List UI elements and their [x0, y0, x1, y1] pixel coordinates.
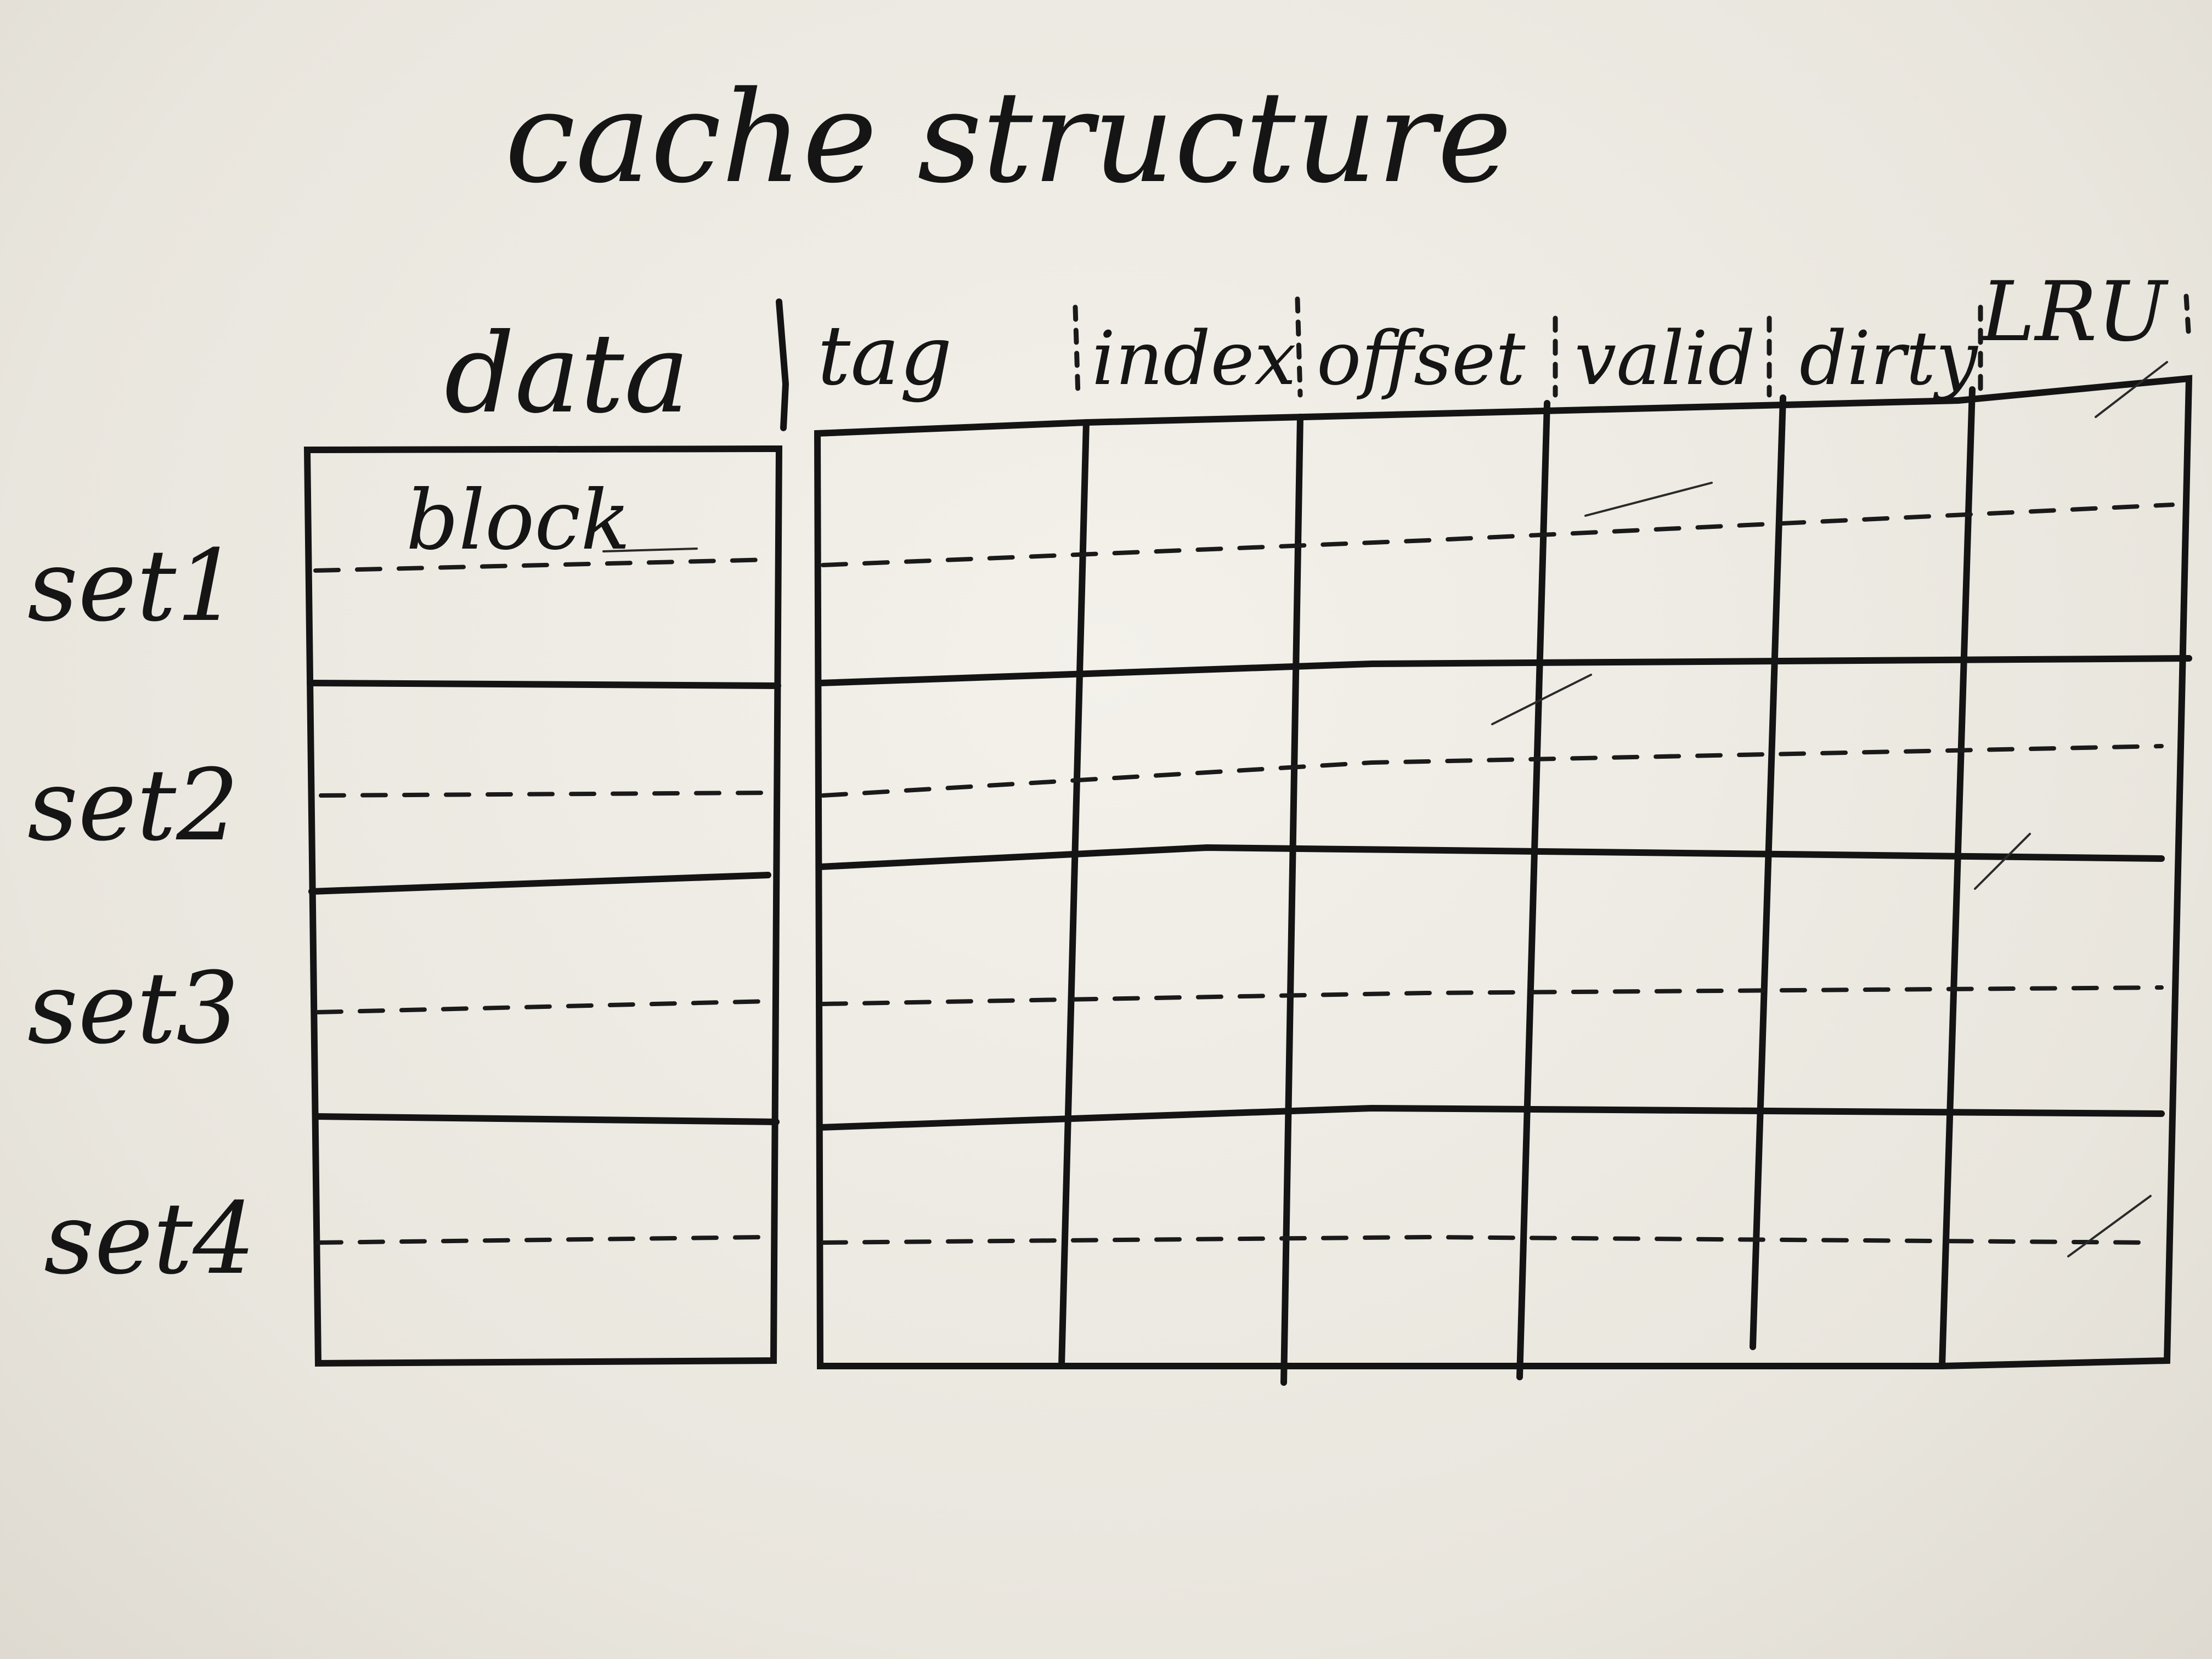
set-label-3: set3 — [27, 951, 239, 1066]
metadata-block-frame — [814, 375, 2193, 1369]
diagram-title: cache structure — [505, 65, 1512, 211]
stray-mark — [1974, 833, 2031, 890]
field-header-valid: valid — [1575, 315, 1756, 402]
stray-mark — [2095, 361, 2168, 418]
stray-pen-marks — [1491, 361, 2168, 1257]
data-header: data — [444, 310, 690, 438]
way-divider-line — [313, 557, 773, 573]
column-divider-line — [1280, 414, 1304, 1386]
field-header-dirty: dirty — [1799, 315, 1978, 402]
way-divider-line — [821, 985, 2164, 1006]
field-header-lru: LRU — [1979, 264, 2169, 360]
set-divider-line — [817, 1104, 2165, 1131]
header-separator-line — [776, 298, 789, 431]
column-divider-line — [1058, 419, 1090, 1369]
data-block-frame — [303, 445, 783, 1367]
block-underline — [602, 548, 698, 552]
header-divider — [1295, 296, 1303, 398]
way-divider-line — [821, 1234, 2153, 1245]
column-divider-line — [1750, 394, 1786, 1350]
way-divider-line — [821, 744, 2164, 798]
field-header-index: index — [1092, 315, 1296, 402]
block-label: block — [406, 473, 630, 568]
set-divider-line — [817, 844, 2165, 870]
metadata-block-columns — [814, 375, 2193, 1386]
set-label-2: set2 — [27, 748, 239, 863]
field-header-tag: tag — [817, 308, 952, 404]
stray-mark — [1491, 674, 1592, 725]
header-divider — [1073, 304, 1081, 398]
way-divider-line — [821, 503, 2175, 567]
way-divider-line — [316, 999, 770, 1014]
column-divider-line — [1939, 386, 1976, 1369]
set-divider-line — [307, 680, 781, 689]
way-divider-line — [316, 1235, 768, 1245]
data-block-column — [303, 445, 783, 1367]
stray-mark — [1584, 482, 1713, 517]
way-divider-line — [319, 791, 770, 798]
stray-mark — [2067, 1195, 2152, 1257]
set-divider-line — [312, 1113, 780, 1125]
set-label-1: set1 — [27, 529, 239, 644]
field-header-offset: offset — [1317, 315, 1526, 402]
set-label-4: set4 — [44, 1182, 256, 1296]
set-divider-line — [308, 872, 771, 895]
column-divider-line — [1516, 400, 1550, 1380]
header-divider — [2183, 294, 2192, 343]
set-divider-line — [817, 655, 2192, 686]
